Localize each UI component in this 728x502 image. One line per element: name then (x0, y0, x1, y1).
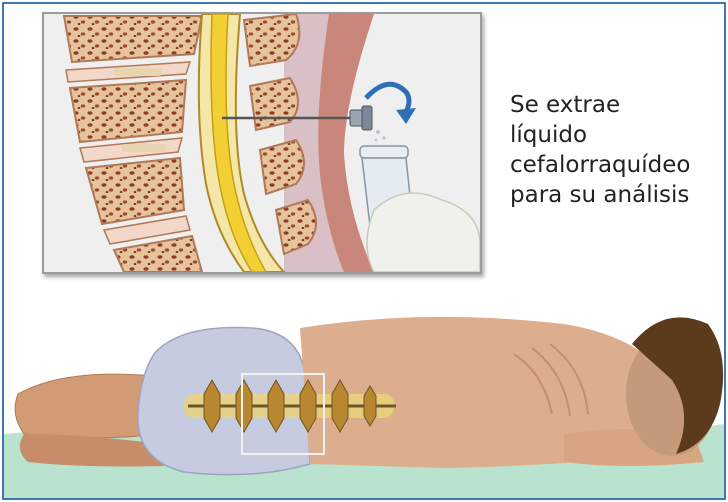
caption-line-4: para su análisis (510, 180, 722, 210)
lumbar-puncture-inset (42, 12, 482, 274)
patient-drawing (4, 284, 724, 498)
caption-line-2: líquido (510, 120, 722, 150)
caption-line-3: cefalorraquídeo (510, 150, 722, 180)
patient-scene (4, 284, 724, 498)
caption-line-1: Se extrae (510, 90, 722, 120)
spine-closeup-drawing (44, 14, 480, 272)
procedure-caption: Se extrae líquido cefalorraquídeo para s… (510, 90, 722, 210)
